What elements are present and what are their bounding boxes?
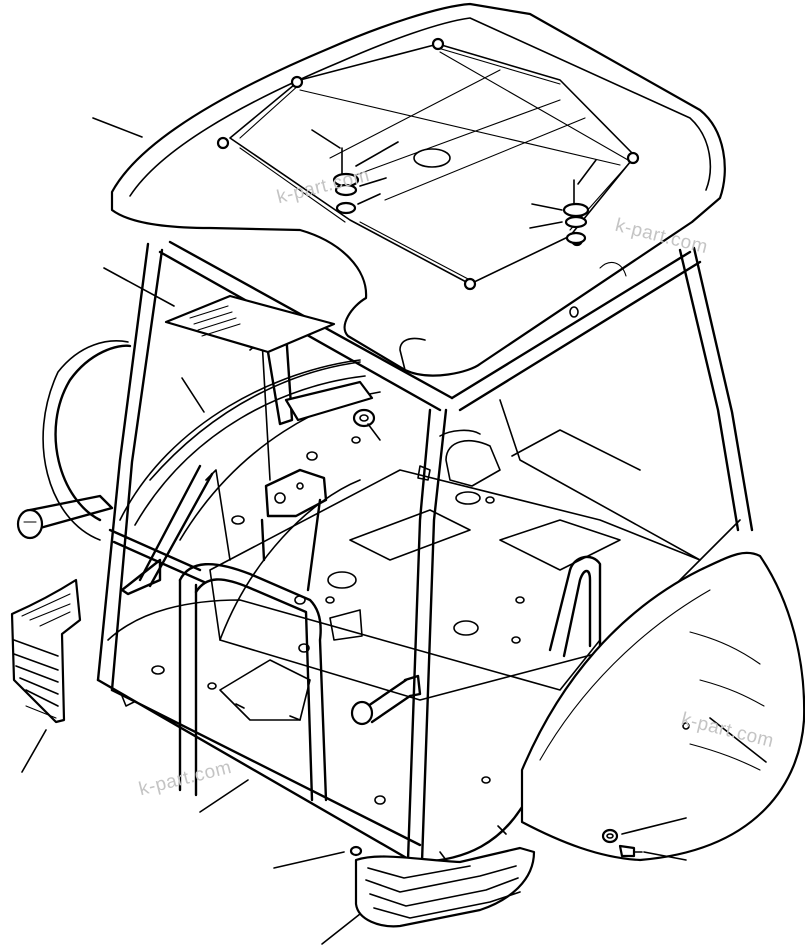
frame-clips [121,695,507,861]
leader-fender-washer [621,817,687,835]
cab-frame [96,240,754,864]
callout-leader-lines [21,117,767,945]
leader-roof-bolt-3 [359,177,387,187]
leader-roof-bolt-6 [531,203,563,211]
leader-fender-bolt [643,851,687,861]
cab-decal-plate [164,294,374,422]
leader-roof [92,117,143,138]
roof-mount-bolt-left [332,147,360,215]
leader-roof-bolt-5 [577,159,597,185]
step-plate-front [354,846,536,928]
left-rear-guard [16,340,132,541]
leader-roof-bolt-2 [355,141,399,167]
leader-step-left [21,729,47,773]
leader-decal [103,267,175,307]
front-step-screw [349,845,363,857]
leader-roof-bolt-4 [357,193,381,205]
side-grab-handle [350,674,422,726]
leader-step-screw [273,851,345,869]
leader-roof-bolt-7 [529,221,563,229]
leader-frame [199,779,249,813]
fender-fastener-bolt [618,844,643,858]
roof-mount-bolt-right [562,179,590,245]
leader-fender [709,717,767,763]
fender-fastener-washer [601,828,619,844]
leader-roof-bolt-1 [311,129,341,149]
left-diagonal-strut [108,464,214,596]
rear-tunnel [417,429,501,487]
rear-mount-grommet [352,408,376,428]
leader-grommet [367,423,381,441]
step-plate-left [10,578,82,724]
rear-grab-handle-right [548,555,602,658]
roof-panel [110,2,726,377]
leader-step-front [321,913,361,945]
leader-rear-guard [181,377,205,413]
right-fender [520,551,805,862]
